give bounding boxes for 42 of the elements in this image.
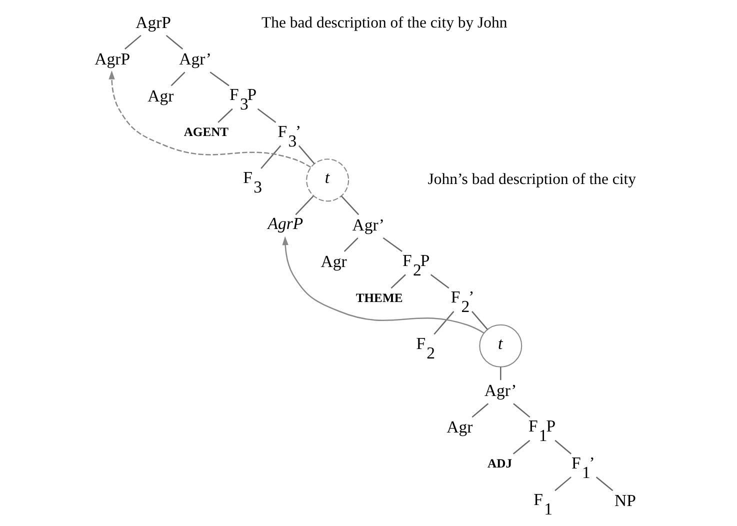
connector — [471, 311, 488, 330]
connector — [165, 34, 183, 50]
connector — [471, 403, 488, 418]
connector — [512, 440, 530, 454]
node-circle: t — [478, 324, 522, 368]
connector — [124, 34, 141, 50]
connector — [256, 108, 276, 123]
node-circle: t — [306, 158, 349, 202]
connector — [500, 366, 501, 380]
label: The bad description of the city by John — [260, 14, 507, 32]
node-text: ADJ — [487, 456, 512, 471]
connector — [294, 196, 314, 216]
connector — [554, 476, 571, 492]
connector — [217, 108, 232, 123]
node-text: AgrP — [267, 214, 303, 234]
connector — [382, 237, 402, 252]
connector — [298, 145, 314, 164]
node-text: Agr — [446, 418, 472, 437]
node-text: Agr’ — [178, 50, 211, 69]
connector — [260, 145, 281, 169]
connector — [512, 403, 530, 418]
node-text: AgrP — [135, 12, 171, 32]
connector — [554, 440, 571, 454]
node-text: NP — [614, 491, 636, 510]
connector — [209, 72, 229, 86]
node-text: THEME — [355, 290, 402, 305]
node-text: AgrP — [94, 50, 130, 69]
node-text: Agr’ — [484, 381, 516, 400]
arrow — [282, 236, 484, 334]
node-text: Agr — [147, 86, 174, 106]
node-text: Agr’ — [352, 215, 384, 234]
connector — [430, 274, 449, 289]
node-text: Agr — [320, 252, 346, 271]
connector — [343, 237, 358, 252]
label: John’s bad description of the city — [427, 170, 636, 188]
connector — [595, 476, 613, 492]
connector — [433, 311, 454, 335]
node-text: AGENT — [183, 125, 228, 140]
connector — [170, 72, 185, 86]
connector — [340, 196, 359, 216]
connector — [390, 274, 406, 289]
arrow — [108, 70, 311, 168]
